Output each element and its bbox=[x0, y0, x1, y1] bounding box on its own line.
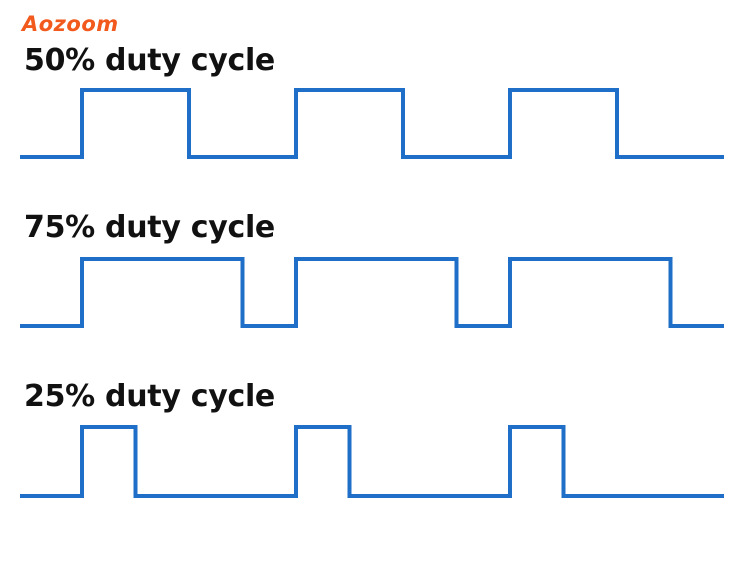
square-wave-75 bbox=[20, 257, 724, 328]
square-wave-25 bbox=[20, 425, 724, 498]
waveform-label-50: 50% duty cycle bbox=[24, 43, 275, 78]
waveform-label-75: 75% duty cycle bbox=[24, 210, 275, 245]
brand-logo: Aozoom bbox=[22, 12, 119, 36]
square-wave-50 bbox=[20, 88, 724, 159]
waveform-label-25: 25% duty cycle bbox=[24, 379, 275, 414]
